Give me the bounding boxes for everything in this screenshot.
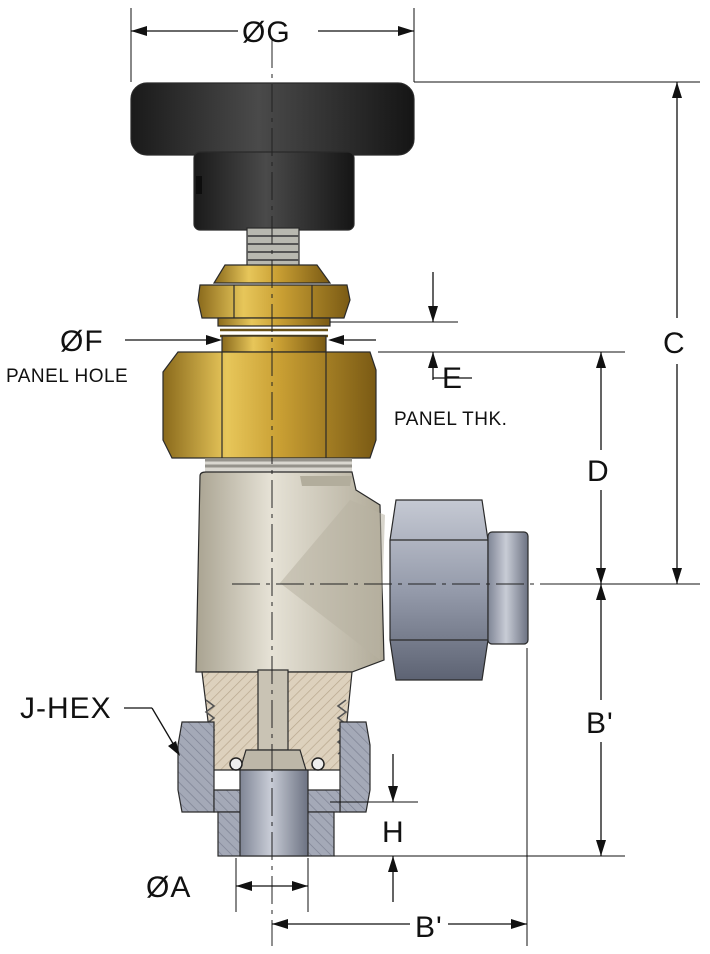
bonnet-hex xyxy=(162,335,377,472)
dimension-b-horizontal-label: B' xyxy=(415,911,443,944)
dimension-b-horizontal xyxy=(272,648,528,946)
dimension-f xyxy=(125,335,376,345)
dimension-c-label: C xyxy=(663,327,686,360)
dimension-d xyxy=(378,351,625,584)
panel-nut xyxy=(197,264,351,338)
dimension-b-vertical-label: B' xyxy=(586,707,614,740)
side-fitting xyxy=(389,499,529,681)
tube-connector xyxy=(217,769,335,857)
dimension-e xyxy=(330,272,472,380)
dimension-c xyxy=(414,81,700,585)
dimension-e-label: E xyxy=(442,362,463,395)
j-hex-leader xyxy=(124,707,180,756)
dimension-d-label: D xyxy=(587,455,610,488)
dimension-g-label: ØG xyxy=(242,16,291,49)
dimension-g xyxy=(130,8,415,82)
j-hex-label: J-HEX xyxy=(20,692,112,725)
dimension-f-label: ØF xyxy=(60,325,104,358)
dimension-b-vertical xyxy=(334,584,625,857)
panel-hole-label: PANEL HOLE xyxy=(6,366,128,387)
lower-section xyxy=(201,669,353,771)
dimension-h xyxy=(330,754,418,902)
dimension-a xyxy=(235,858,309,912)
stem-thread xyxy=(246,227,300,271)
dimension-h-label: H xyxy=(382,816,405,849)
valve-body xyxy=(195,471,385,673)
dimension-a-label: ØA xyxy=(146,871,191,904)
panel-thk-label: PANEL THK. xyxy=(394,409,507,430)
